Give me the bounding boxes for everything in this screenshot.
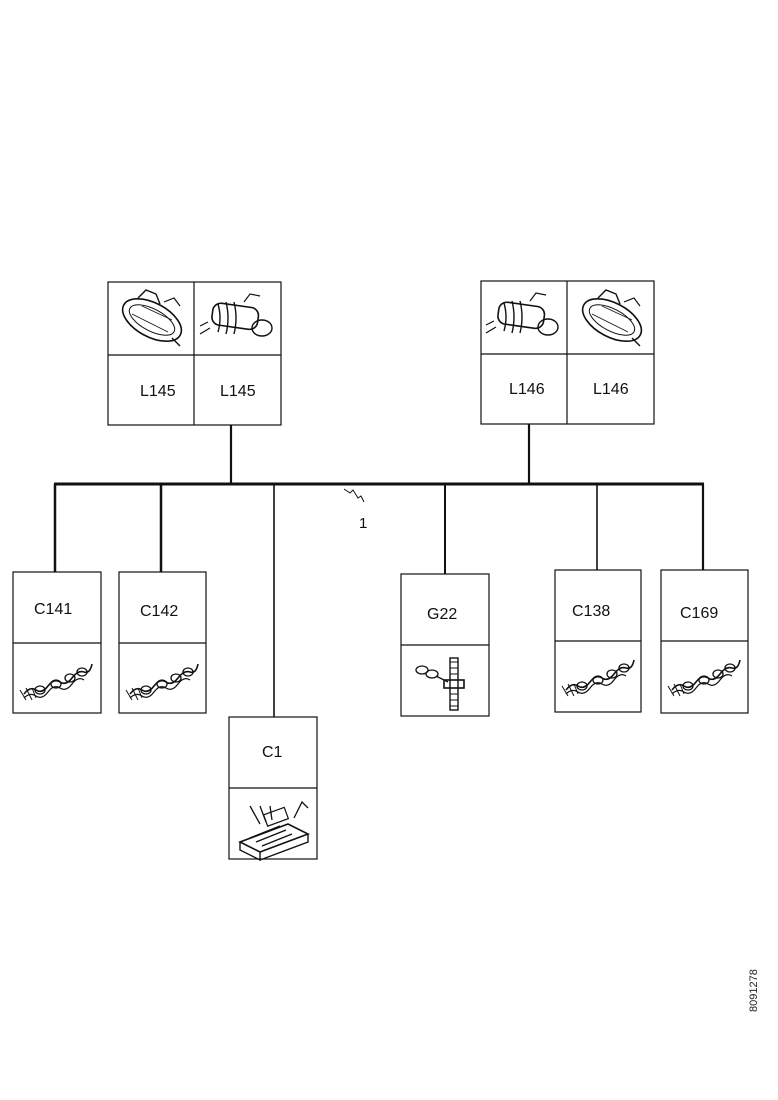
connector-box-c169: C169 [660, 569, 749, 714]
lamp-label: L145 [220, 383, 256, 400]
figure-code: 8091278 [748, 969, 760, 1012]
ground-box-g22: G22 [400, 573, 490, 717]
connector-label: C169 [680, 605, 718, 622]
connector-box-c138: C138 [554, 569, 642, 713]
connector-label: C142 [140, 603, 178, 620]
callout-number: 1 [359, 515, 367, 532]
callout-1: 1 [343, 488, 367, 532]
harness-trunk [53, 424, 705, 717]
connector-label: C141 [34, 601, 72, 618]
connector-label: G22 [427, 606, 457, 623]
connector-label: C138 [572, 603, 610, 620]
lamp-label: L146 [593, 381, 629, 398]
connector-box-c1: C1 [228, 716, 318, 861]
lamp-label: L146 [509, 381, 545, 398]
lamp-label: L145 [140, 383, 176, 400]
connector-box-c141: C141 [12, 571, 102, 714]
connector-box-c142: C142 [118, 571, 207, 714]
lamp-group-right: L146 L146 [480, 280, 655, 425]
lamp-group-left: L145 L145 [107, 281, 282, 426]
connector-label: C1 [262, 744, 283, 761]
